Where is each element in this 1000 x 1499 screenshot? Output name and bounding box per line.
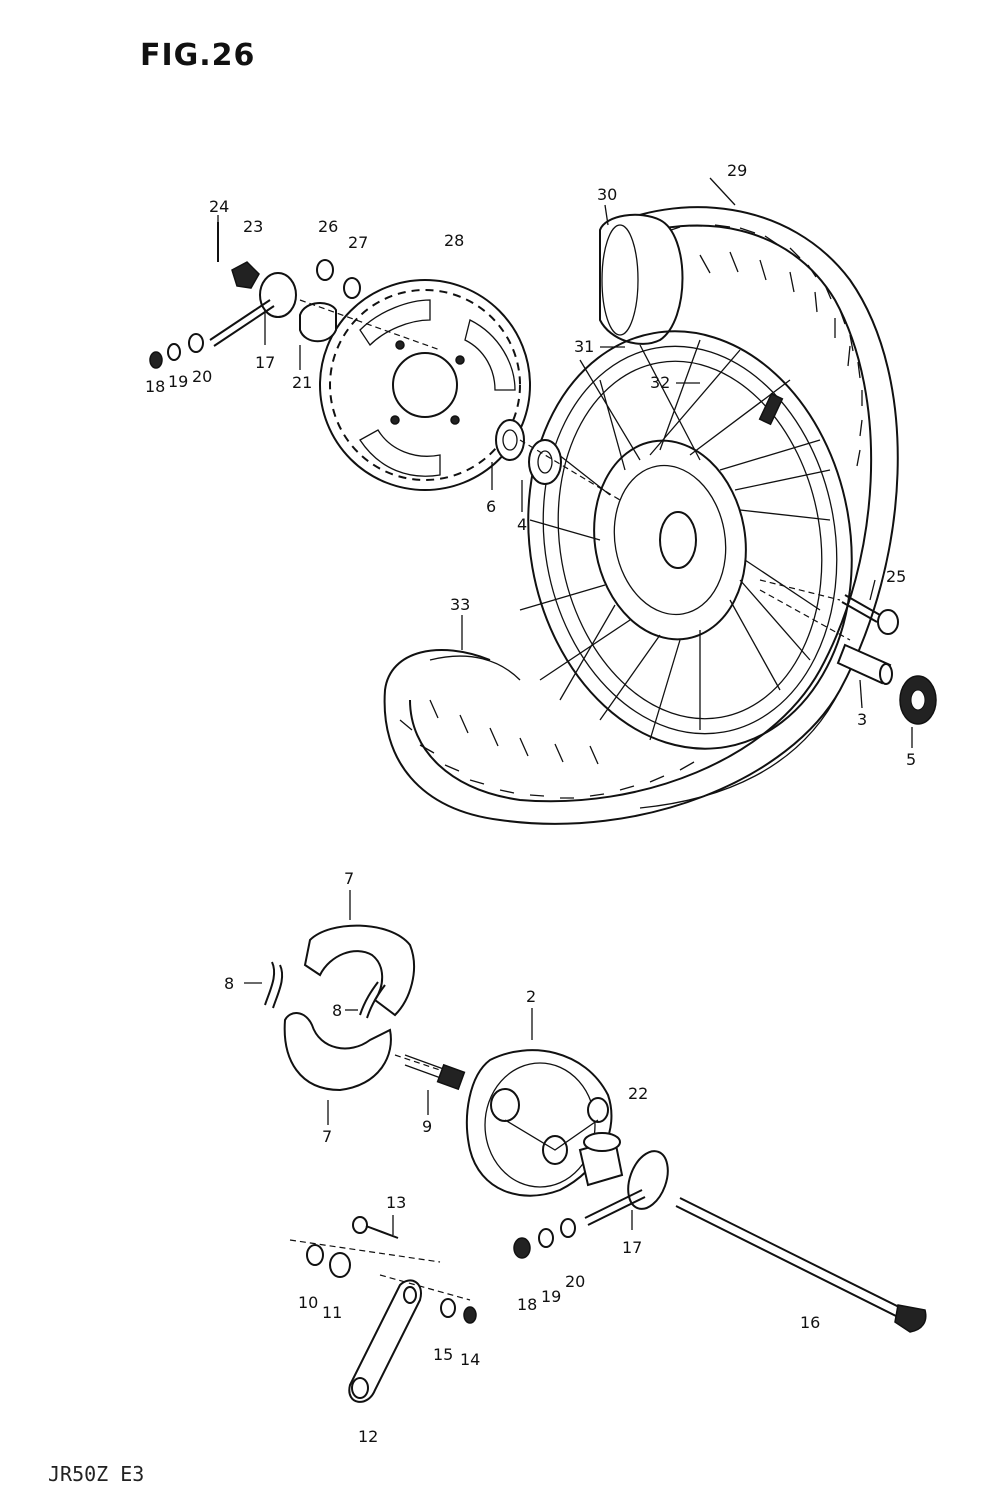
callout-5: 5 bbox=[906, 750, 916, 769]
chain-adjuster bbox=[584, 1150, 669, 1226]
callout-8-left: 8 bbox=[224, 974, 234, 993]
brake-arm bbox=[348, 1279, 422, 1403]
callout-11: 11 bbox=[322, 1303, 342, 1322]
callout-22: 22 bbox=[628, 1084, 648, 1103]
sprocket-washers-nuts bbox=[149, 333, 204, 369]
leader-lines bbox=[217, 177, 913, 1235]
spacer-3 bbox=[836, 643, 893, 685]
spring-left bbox=[264, 961, 284, 1009]
callout-19-lower: 19 bbox=[541, 1287, 561, 1306]
callout-10: 10 bbox=[298, 1293, 318, 1312]
callout-16: 16 bbox=[800, 1313, 820, 1332]
assembly-lines bbox=[299, 299, 851, 641]
figure-title: FIG.26 bbox=[140, 38, 256, 73]
callout-19-upper: 19 bbox=[168, 372, 188, 391]
callout-21: 21 bbox=[292, 373, 312, 392]
bearing-6 bbox=[495, 419, 525, 461]
rim-and-spokes bbox=[519, 330, 853, 750]
callout-32: 32 bbox=[650, 373, 670, 392]
brake-cam bbox=[404, 1054, 466, 1091]
bolt-25 bbox=[841, 594, 899, 635]
callout-23: 23 bbox=[243, 217, 263, 236]
callout-12: 12 bbox=[358, 1427, 378, 1446]
adjuster-washers-nuts bbox=[513, 1218, 576, 1259]
spring-right bbox=[359, 981, 386, 1019]
callout-27: 27 bbox=[348, 233, 368, 252]
washer-10 bbox=[306, 1244, 324, 1266]
callout-7-upper: 7 bbox=[344, 869, 354, 888]
brake-shoe-lower bbox=[283, 1012, 392, 1092]
callout-9: 9 bbox=[422, 1117, 432, 1136]
brake-shoe-upper bbox=[303, 924, 415, 1017]
callout-labels: 2 3 4 5 6 7 7 8 8 9 10 11 12 13 14 15 16… bbox=[145, 161, 916, 1446]
damper-21 bbox=[299, 302, 337, 343]
callout-15: 15 bbox=[433, 1345, 453, 1364]
model-code: JR50Z E3 bbox=[48, 1462, 145, 1486]
bolt-13 bbox=[352, 1216, 399, 1239]
bearing-4 bbox=[528, 439, 562, 485]
callout-14: 14 bbox=[460, 1350, 480, 1369]
callout-20-upper: 20 bbox=[192, 367, 212, 386]
callout-17-upper: 17 bbox=[255, 353, 275, 372]
callout-8-right: 8 bbox=[332, 1001, 342, 1020]
callout-26: 26 bbox=[318, 217, 338, 236]
callout-30: 30 bbox=[597, 185, 617, 204]
sprocket-bolt bbox=[209, 272, 297, 347]
washer-15 bbox=[440, 1298, 456, 1318]
washer-11 bbox=[329, 1252, 351, 1278]
callout-25: 25 bbox=[886, 567, 906, 586]
callout-24: 24 bbox=[209, 197, 229, 216]
inner-tube bbox=[599, 213, 684, 345]
nut-14 bbox=[463, 1306, 477, 1324]
brake-assembly-lines bbox=[289, 1054, 471, 1301]
rear-axle bbox=[675, 1197, 927, 1333]
callout-13: 13 bbox=[386, 1193, 406, 1212]
callout-28: 28 bbox=[444, 231, 464, 250]
callout-3: 3 bbox=[857, 710, 867, 729]
lock-washer-23 bbox=[231, 261, 260, 289]
brake-panel bbox=[465, 1049, 613, 1197]
callout-33: 33 bbox=[450, 595, 470, 614]
sprocket bbox=[319, 279, 531, 491]
washer-26 bbox=[316, 259, 334, 281]
callout-31: 31 bbox=[574, 337, 594, 356]
callout-18-lower: 18 bbox=[517, 1295, 537, 1314]
callout-17-lower: 17 bbox=[622, 1238, 642, 1257]
callout-18-upper: 18 bbox=[145, 377, 165, 396]
callout-20-lower: 20 bbox=[565, 1272, 585, 1291]
collar-22 bbox=[578, 1132, 624, 1187]
bearing-5 bbox=[899, 675, 937, 725]
nut-27 bbox=[343, 277, 361, 299]
callout-4: 4 bbox=[517, 515, 527, 534]
rim-band bbox=[429, 655, 521, 681]
callout-29: 29 bbox=[727, 161, 747, 180]
callout-2: 2 bbox=[526, 987, 536, 1006]
callout-7-lower: 7 bbox=[322, 1127, 332, 1146]
callout-6: 6 bbox=[486, 497, 496, 516]
